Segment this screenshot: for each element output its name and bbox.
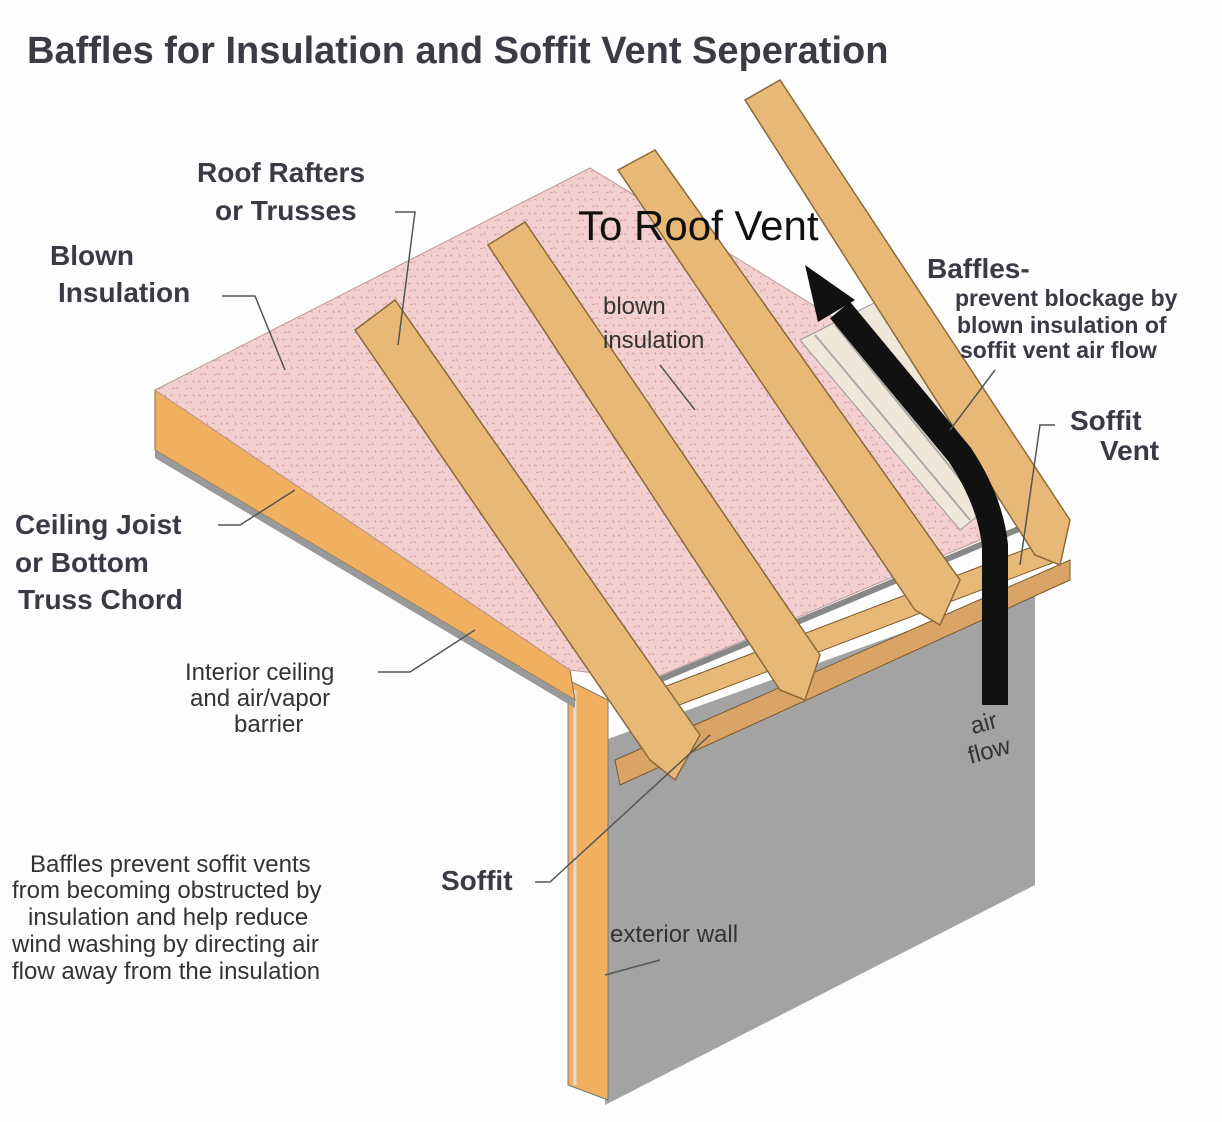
label-rafters: or Trusses bbox=[215, 195, 357, 226]
label-blown-insulation: Blown bbox=[50, 240, 134, 271]
rafter-2 bbox=[486, 220, 821, 701]
label-to-roof-vent: To Roof Vent bbox=[578, 202, 819, 249]
label-interior-ceiling: and air/vapor bbox=[190, 685, 330, 712]
label-rafters: Roof Rafters bbox=[197, 157, 365, 188]
label-baffles: Baffles- bbox=[927, 253, 1030, 284]
label-interior-ceiling: barrier bbox=[234, 711, 303, 738]
note-line: flow away from the insulation bbox=[12, 958, 320, 985]
diagram-title: Baffles for Insulation and Soffit Vent S… bbox=[27, 30, 888, 72]
label-baffles-desc: blown insulation of bbox=[957, 312, 1167, 338]
note-line: from becoming obstructed by bbox=[12, 877, 321, 904]
label-blown-insulation: Insulation bbox=[58, 277, 190, 308]
rafter-1 bbox=[353, 298, 701, 782]
label-soffit: Soffit bbox=[441, 865, 513, 896]
interior-ceiling-barrier bbox=[155, 450, 575, 708]
label-exterior-wall: exterior wall bbox=[610, 921, 738, 948]
label-blown-insulation-small: insulation bbox=[603, 327, 704, 354]
blown-insulation bbox=[154, 167, 1001, 681]
note-line: Baffles prevent soffit vents bbox=[30, 851, 311, 878]
label-baffles-desc: soffit vent air flow bbox=[960, 337, 1157, 363]
label-soffit-vent: Soffit bbox=[1070, 405, 1142, 436]
label-blown-insulation-small: blown bbox=[603, 293, 666, 320]
label-ceiling-joist: Truss Chord bbox=[18, 584, 183, 615]
note-line: wind washing by directing air bbox=[11, 931, 319, 958]
arrowhead-icon bbox=[805, 265, 855, 322]
label-soffit-vent: Vent bbox=[1100, 435, 1159, 466]
soffit-board bbox=[614, 559, 1071, 786]
note-line: insulation and help reduce bbox=[28, 904, 308, 931]
wall-edge bbox=[567, 679, 609, 1101]
exterior-wall bbox=[605, 585, 1035, 1105]
airflow-arrow bbox=[829, 301, 1008, 705]
label-ceiling-joist: or Bottom bbox=[15, 547, 149, 578]
label-ceiling-joist: Ceiling Joist bbox=[15, 509, 181, 540]
label-interior-ceiling: Interior ceiling bbox=[185, 659, 334, 686]
label-baffles-desc: prevent blockage by bbox=[955, 285, 1178, 311]
rafter-3 bbox=[616, 149, 961, 627]
